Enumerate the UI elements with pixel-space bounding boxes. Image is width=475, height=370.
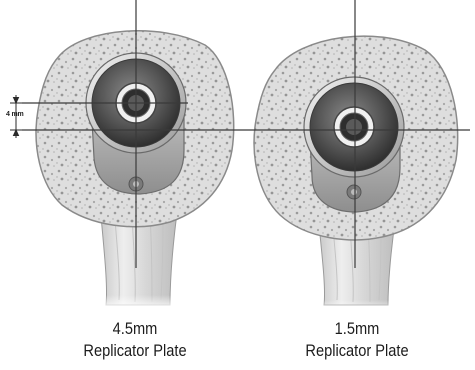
right-implant-figure: [254, 36, 458, 315]
right-caption-size: 1.5mm: [288, 318, 426, 340]
left-caption-size: 4.5mm: [66, 318, 204, 340]
right-caption: 1.5mm Replicator Plate: [288, 318, 426, 362]
left-caption: 4.5mm Replicator Plate: [66, 318, 204, 362]
left-caption-name: Replicator Plate: [66, 340, 204, 362]
left-implant-figure: [36, 31, 234, 310]
right-caption-name: Replicator Plate: [288, 340, 426, 362]
dimension-label: 4 mm: [6, 111, 24, 118]
